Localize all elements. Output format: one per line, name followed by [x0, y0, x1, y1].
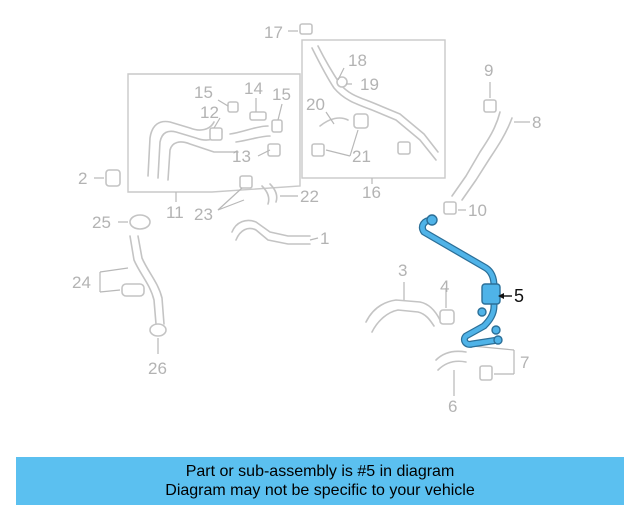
- callout-17: 17: [264, 23, 283, 42]
- group-box-16: [301, 39, 446, 179]
- part-6: [435, 350, 467, 396]
- callout-16: 16: [362, 183, 381, 202]
- part-23: [217, 175, 253, 211]
- part-16-assembly: [311, 45, 439, 161]
- callout-5[interactable]: 5: [514, 286, 524, 306]
- callout-1: 1: [320, 229, 329, 248]
- part-4: [439, 288, 455, 325]
- banner-line-2: Diagram may not be specific to your vehi…: [165, 482, 475, 499]
- parts-diagram: 17 18 19 20 21 16 15 14 15 12 13 11 2 23…: [72, 23, 541, 416]
- part-25: [118, 214, 151, 230]
- part-5-highlighted[interactable]: [418, 214, 512, 348]
- part-1: [231, 219, 319, 245]
- part-24: [99, 235, 165, 325]
- callout-18: 18: [348, 51, 367, 70]
- callout-4: 4: [440, 277, 449, 296]
- callout-26: 26: [148, 359, 167, 378]
- callout-25: 25: [92, 213, 111, 232]
- callout-20: 20: [306, 95, 325, 114]
- callout-15a: 15: [194, 83, 213, 102]
- callout-3: 3: [398, 261, 407, 280]
- callout-2: 2: [78, 169, 87, 188]
- group-box-11: [127, 73, 301, 193]
- callout-14: 14: [244, 79, 263, 98]
- callout-12: 12: [200, 103, 219, 122]
- part-2: [94, 169, 121, 187]
- callout-8: 8: [532, 113, 541, 132]
- callout-21: 21: [352, 147, 371, 166]
- callout-11: 11: [166, 203, 184, 222]
- callout-13: 13: [232, 147, 251, 166]
- part-17: [288, 23, 313, 35]
- part-22: [261, 183, 298, 205]
- callout-22: 22: [300, 187, 319, 206]
- banner-line-1: Part or sub-assembly is #5 in diagram: [185, 463, 455, 480]
- part-9: [483, 82, 497, 113]
- callout-9: 9: [484, 61, 493, 80]
- callout-19: 19: [360, 75, 379, 94]
- part-7: [471, 345, 515, 381]
- part-8: [451, 111, 530, 201]
- part-10: [443, 201, 466, 215]
- part-11-assembly: [147, 98, 283, 181]
- callout-15b: 15: [272, 85, 291, 104]
- callout-10: 10: [468, 201, 487, 220]
- callout-6: 6: [448, 397, 457, 416]
- callout-23: 23: [194, 205, 213, 224]
- part-3: [365, 282, 441, 333]
- diagram-info-banner: Part or sub-assembly is #5 in diagram Di…: [16, 457, 624, 505]
- part-26: [149, 323, 167, 354]
- callout-7: 7: [520, 353, 529, 372]
- callout-24: 24: [72, 273, 91, 292]
